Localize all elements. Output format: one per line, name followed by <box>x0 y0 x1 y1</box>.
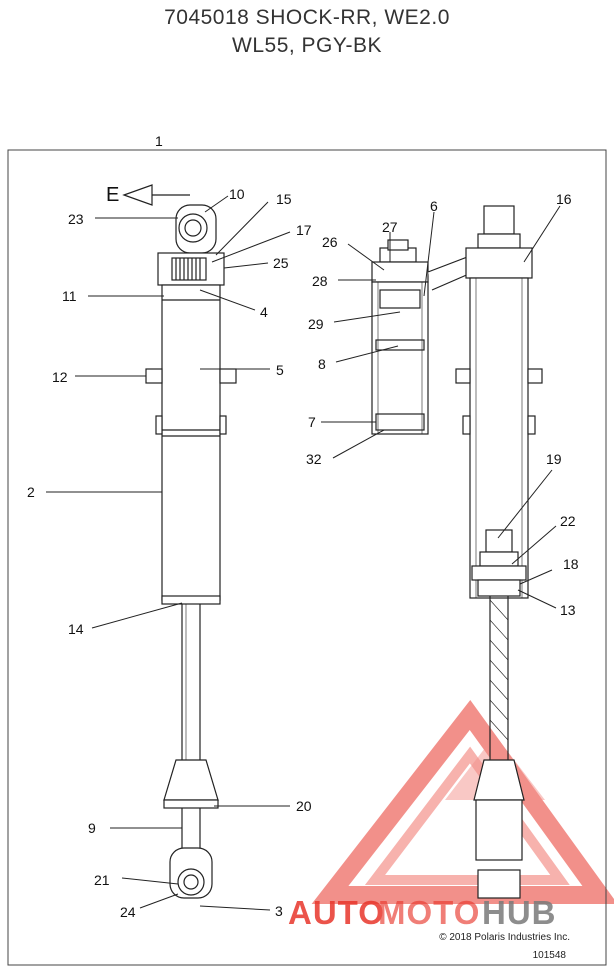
callout-6: 6 <box>430 198 438 214</box>
callout-2: 2 <box>27 484 35 500</box>
callout-22: 22 <box>560 513 576 529</box>
reservoir-assembly <box>371 239 479 435</box>
callout-29: 29 <box>308 316 324 332</box>
callout-25: 25 <box>273 255 289 271</box>
callout-3: 3 <box>275 903 283 919</box>
callout-11: 11 <box>62 288 77 304</box>
watermark-wordmark: AUTO MOTO HUB <box>288 894 557 931</box>
callout-14: 14 <box>68 621 84 637</box>
leader-lines <box>46 195 561 911</box>
callout-20: 20 <box>296 798 312 814</box>
watermark-text-hub: HUB <box>482 894 557 931</box>
callout-5: 5 <box>276 362 284 378</box>
callout-17: 17 <box>296 222 312 238</box>
callout-16: 16 <box>556 191 572 207</box>
callout-28: 28 <box>312 273 328 289</box>
callout-13: 13 <box>560 602 576 618</box>
callout-32: 32 <box>306 451 322 467</box>
callout-labels: 1 2 3 4 5 6 7 8 9 10 11 12 13 14 15 16 1… <box>27 133 579 920</box>
watermark-text-auto: AUTO <box>288 894 385 931</box>
callout-4: 4 <box>260 304 268 320</box>
diagram-title-line-1: 7045018 SHOCK-RR, WE2.0 <box>164 6 450 29</box>
direction-letter: E <box>106 184 119 206</box>
cutaway-shock-assembly <box>455 205 543 899</box>
left-shock-assembly <box>145 204 237 899</box>
diagram-frame <box>7 149 607 966</box>
callout-8: 8 <box>318 356 326 372</box>
callout-24: 24 <box>120 904 136 920</box>
callout-26: 26 <box>322 234 338 250</box>
callout-19: 19 <box>546 451 562 467</box>
watermark-text-moto: MOTO <box>378 894 480 931</box>
copyright-notice: © 2018 Polaris Industries Inc. <box>439 932 570 943</box>
callout-7: 7 <box>308 414 316 430</box>
callout-21: 21 <box>94 872 110 888</box>
callout-10: 10 <box>229 186 245 202</box>
watermark-logo <box>311 699 614 904</box>
callout-23: 23 <box>68 211 84 227</box>
callout-9: 9 <box>88 820 96 836</box>
callout-18: 18 <box>563 556 579 572</box>
direction-arrow <box>122 184 190 206</box>
callout-27: 27 <box>382 219 398 235</box>
drawing-number: 101548 <box>532 950 566 961</box>
diagram-title-line-2: WL55, PGY-BK <box>232 34 382 57</box>
callout-1: 1 <box>155 133 163 149</box>
callout-15: 15 <box>276 191 292 207</box>
callout-12: 12 <box>52 369 68 385</box>
